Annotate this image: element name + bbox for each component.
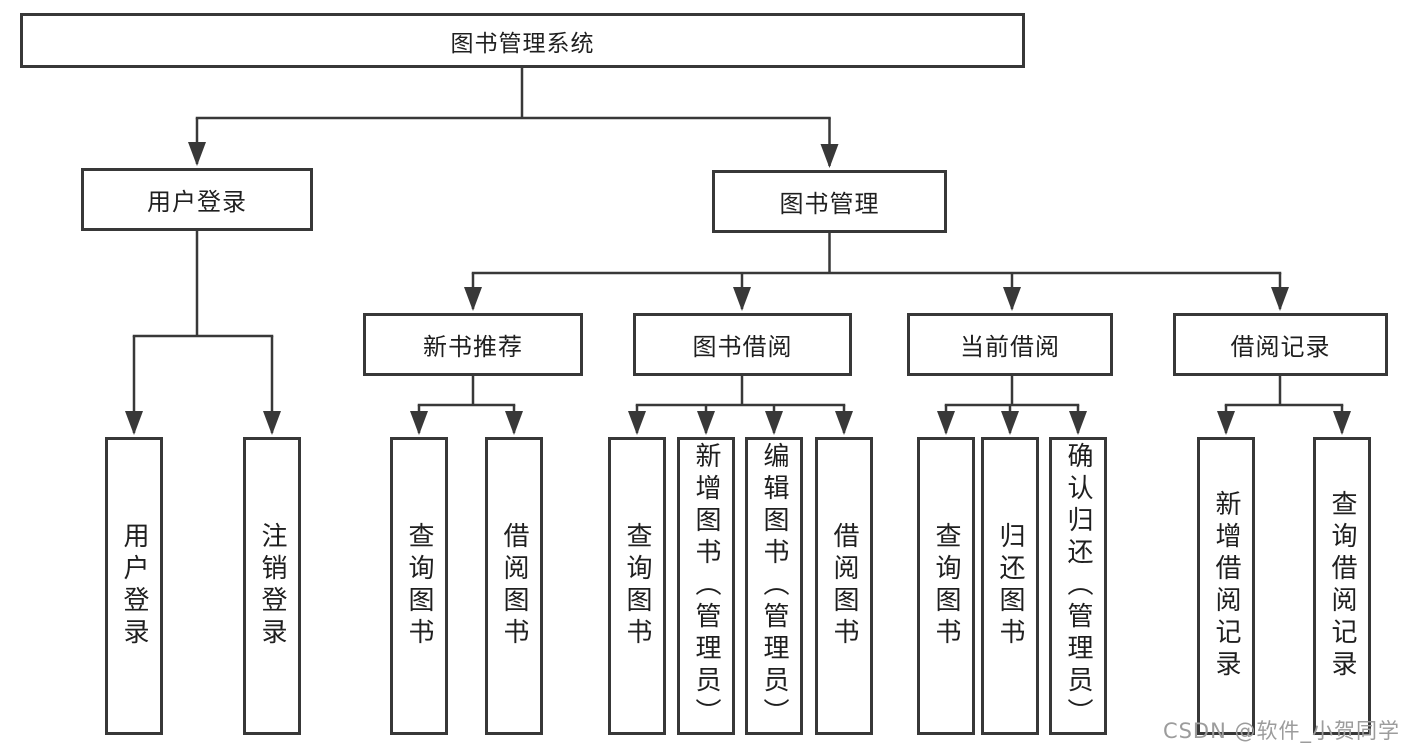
node-book-borrowing: 图书借阅 — [633, 313, 852, 376]
leaf-confirm-return-admin: 确认归还（管理员） — [1049, 437, 1107, 735]
node-label: 编辑图书（管理员） — [759, 442, 789, 730]
leaf-logout-login: 注销登录 — [243, 437, 301, 735]
node-label: 新增借阅记录 — [1211, 490, 1241, 682]
node-label: 新增图书（管理员） — [691, 442, 721, 730]
node-label: 注销登录 — [257, 522, 287, 650]
node-label: 图书借阅 — [692, 333, 793, 361]
node-label: 借阅记录 — [1230, 333, 1331, 361]
node-current-borrowing: 当前借阅 — [907, 313, 1113, 376]
node-label: 查询借阅记录 — [1327, 490, 1357, 682]
node-label: 归还图书 — [995, 522, 1025, 650]
node-new-book-recommend: 新书推荐 — [363, 313, 583, 376]
leaf-borrow-books-recommend: 借阅图书 — [485, 437, 543, 735]
node-book-management: 图书管理 — [712, 170, 947, 233]
connector-backbone — [132, 66, 1344, 407]
csdn-watermark: CSDN @软件_小贺同学 — [1162, 719, 1400, 743]
node-label: 当前借阅 — [960, 333, 1060, 361]
node-book-management-system: 图书管理系统 — [20, 13, 1025, 68]
leaf-user-login: 用户登录 — [105, 437, 163, 735]
leaf-edit-books-admin: 编辑图书（管理员） — [745, 437, 803, 735]
leaf-return-books: 归还图书 — [981, 437, 1039, 735]
node-label: 图书管理系统 — [450, 30, 595, 57]
leaf-query-books-current: 查询图书 — [917, 437, 975, 735]
leaf-query-books-recommend: 查询图书 — [390, 437, 448, 735]
node-label: 查询图书 — [622, 522, 652, 650]
node-label: 图书管理 — [779, 190, 880, 218]
node-label: 查询图书 — [404, 522, 434, 650]
node-label: 借阅图书 — [499, 522, 529, 650]
node-label: 查询图书 — [931, 522, 961, 650]
node-label: 确认归还（管理员） — [1063, 442, 1093, 730]
leaf-add-books-admin: 新增图书（管理员） — [677, 437, 735, 735]
leaf-query-books-borrowing: 查询图书 — [608, 437, 666, 735]
leaf-query-borrow-record: 查询借阅记录 — [1313, 437, 1371, 735]
node-label: 用户登录 — [147, 188, 247, 216]
node-borrowing-records: 借阅记录 — [1173, 313, 1388, 376]
leaf-add-borrow-record: 新增借阅记录 — [1197, 437, 1255, 735]
node-user-login: 用户登录 — [81, 168, 313, 231]
leaf-borrow-books-borrowing: 借阅图书 — [815, 437, 873, 735]
node-label: 新书推荐 — [423, 333, 523, 361]
node-label: 用户登录 — [119, 522, 149, 650]
node-label: 借阅图书 — [829, 522, 859, 650]
